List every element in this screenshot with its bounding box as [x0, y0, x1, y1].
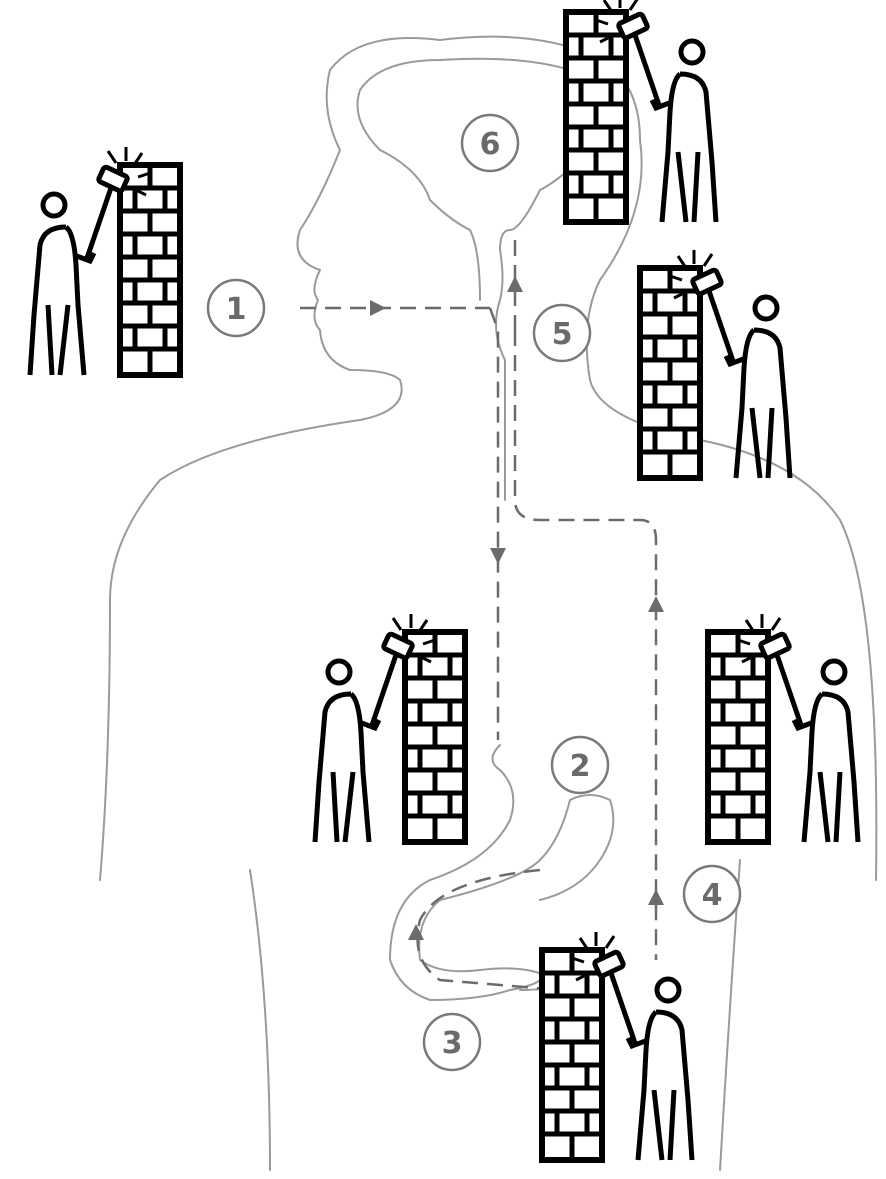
body-outline: [100, 37, 876, 1170]
barrier-icon-mouth: [30, 147, 180, 375]
pathway-lines: [300, 240, 656, 990]
step-marker-3: 3: [424, 1014, 480, 1070]
step-marker-5: 5: [534, 305, 590, 361]
step-label-5: 5: [552, 317, 573, 352]
step-label-3: 3: [442, 1026, 463, 1061]
step-marker-6: 6: [462, 115, 518, 171]
step-label-4: 4: [702, 878, 723, 913]
step-label-2: 2: [570, 749, 591, 784]
step-label-6: 6: [480, 127, 501, 162]
barrier-icon-esophagus: [315, 614, 465, 842]
barrier-icon-brain: [566, 0, 716, 222]
step-marker-4: 4: [684, 866, 740, 922]
barrier-icon-intestine: [542, 932, 692, 1160]
step-marker-1: 1: [208, 280, 264, 336]
barrier-icon-blood: [708, 614, 858, 842]
step-label-1: 1: [226, 292, 247, 327]
step-marker-2: 2: [552, 737, 608, 793]
